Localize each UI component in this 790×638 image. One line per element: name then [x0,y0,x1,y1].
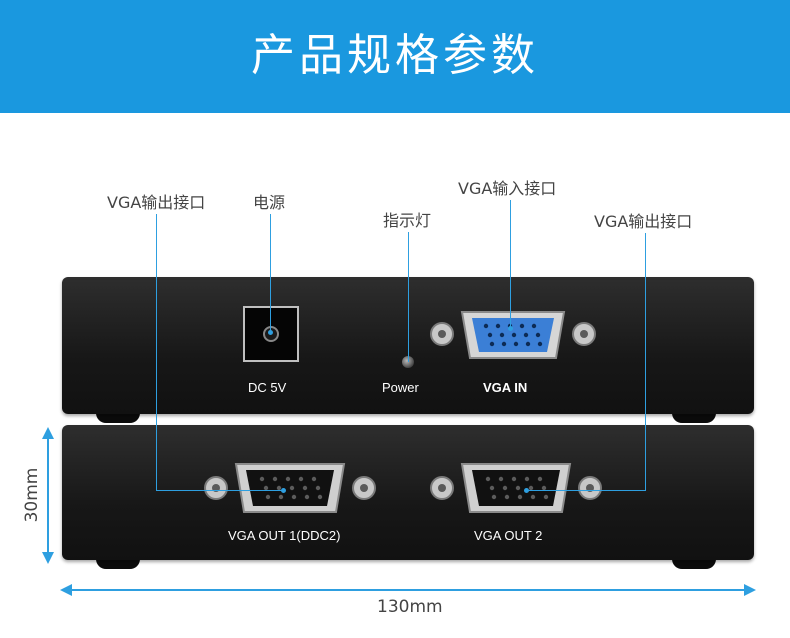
width-label: 130mm [377,597,443,617]
arrow-down-icon [42,552,54,564]
device-foot [96,411,140,423]
leader-line-vga-out-left [156,214,157,490]
page-title: 产品规格参数 [251,30,539,81]
vga-out-1-port [204,463,376,513]
power-led-icon [402,356,414,368]
leader-line-vga-out-right [645,233,646,491]
device-foot [672,411,716,423]
callout-vga-out-left: VGA输出接口 [107,193,206,212]
vga-out-2-label: VGA OUT 2 [474,528,543,543]
device-foot [672,557,716,569]
title-banner: 产品规格参数 [0,0,790,113]
vga-in-label: VGA IN [483,380,528,395]
height-dimension-line [47,438,49,552]
callout-vga-out-right: VGA输出接口 [594,212,693,231]
callout-power-source: 电源 [253,193,286,212]
vga-out-2-port [430,463,602,513]
device-foot [96,557,140,569]
arrow-right-icon [744,584,756,596]
leader-dot [268,330,273,335]
width-dimension-line [71,589,744,591]
vga-in-port [430,311,596,359]
dc-power-jack [243,306,299,362]
leader-line-indicator [408,232,409,362]
leader-line-power-source [270,214,271,332]
bottom-device-panel [62,425,754,560]
leader-line-vga-in [510,200,511,328]
arrow-up-icon [42,427,54,439]
leader-dot [524,488,529,493]
leader-dot [508,326,513,331]
leader-line-vga-out-left [156,490,284,491]
dc-label: DC 5V [248,380,287,395]
leader-line-vga-out-right [527,490,646,491]
height-label: 30mm [22,467,42,523]
vga-out-1-label: VGA OUT 1(DDC2) [228,528,341,543]
power-label: Power [382,380,419,395]
callout-indicator: 指示灯 [383,211,432,230]
leader-dot [281,488,286,493]
arrow-left-icon [60,584,72,596]
callout-vga-in: VGA输入接口 [458,179,557,198]
